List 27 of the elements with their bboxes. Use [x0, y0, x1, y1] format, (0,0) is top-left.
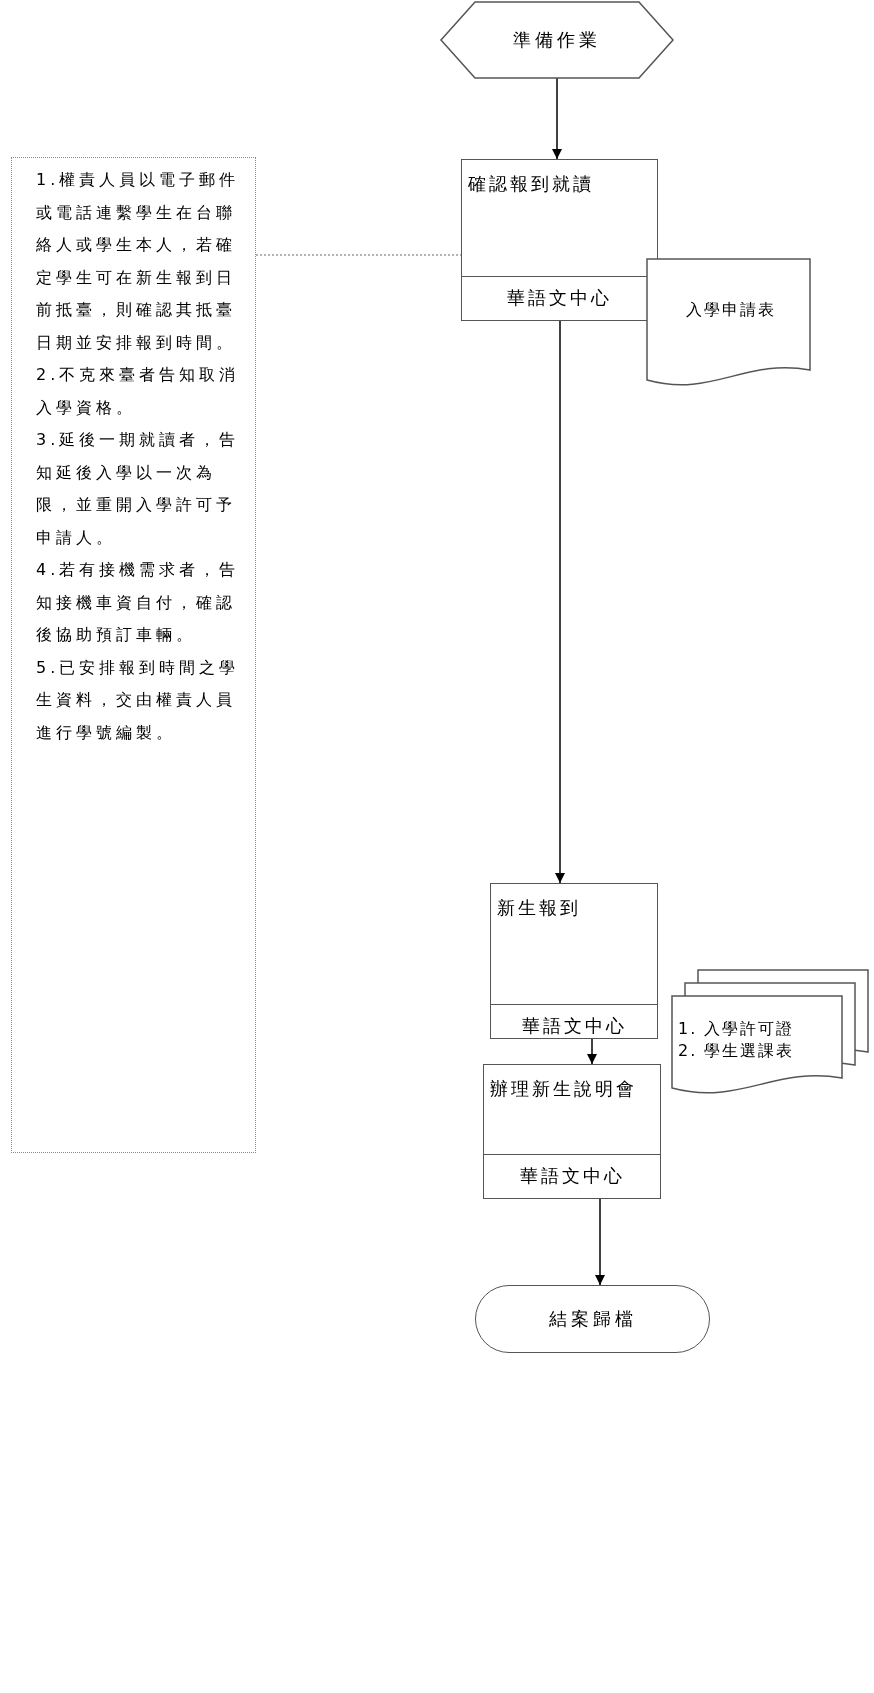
department-label: 華語文中心: [518, 1164, 626, 1188]
document-stack: [672, 970, 868, 1092]
document-label: 2. 學生選課表: [678, 1040, 796, 1062]
document-label: 1. 入學許可證: [678, 1018, 796, 1040]
document-label: 入學申請表: [684, 299, 777, 321]
start-label: 準備作業: [512, 28, 602, 52]
end-label: 結案歸檔: [547, 1307, 638, 1331]
note-text: 2.不克來臺者告知取消入學資格。: [36, 364, 241, 419]
note-text: 4.若有接機需求者，告知接機車資自付，確認後協助預訂車輛。: [36, 559, 241, 646]
arrow: [555, 320, 565, 884]
note-text: 5.已安排報到時間之學生資料，交由權責人員進行學號編製。: [36, 656, 241, 744]
process-title: 確認報到就讀: [468, 172, 595, 196]
document-shape: [647, 259, 810, 384]
process-title: 辦理新生說明會: [490, 1077, 638, 1101]
start-hexagon: [441, 2, 673, 78]
note-text: 3.延後一期就讀者，告知延後入學以一次為限，並重開入學許可予申請人。: [36, 429, 241, 549]
note-text: 1.權責人員以電子郵件或電話連繫學生在台聯絡人或學生本人，若確定學生可在新生報到日前抵臺，則確認其抵臺日期並安排報到時間。: [36, 169, 241, 354]
process-box: [490, 883, 658, 1039]
arrow: [587, 1038, 597, 1065]
note-box: [11, 157, 256, 1153]
arrow: [595, 1198, 605, 1286]
department-label: 華語文中心: [506, 286, 613, 310]
process-box: [461, 159, 658, 321]
department-label: 華語文中心: [520, 1014, 628, 1038]
process-title: 新生報到: [497, 896, 582, 920]
process-box: [483, 1064, 661, 1199]
arrow: [552, 77, 562, 160]
